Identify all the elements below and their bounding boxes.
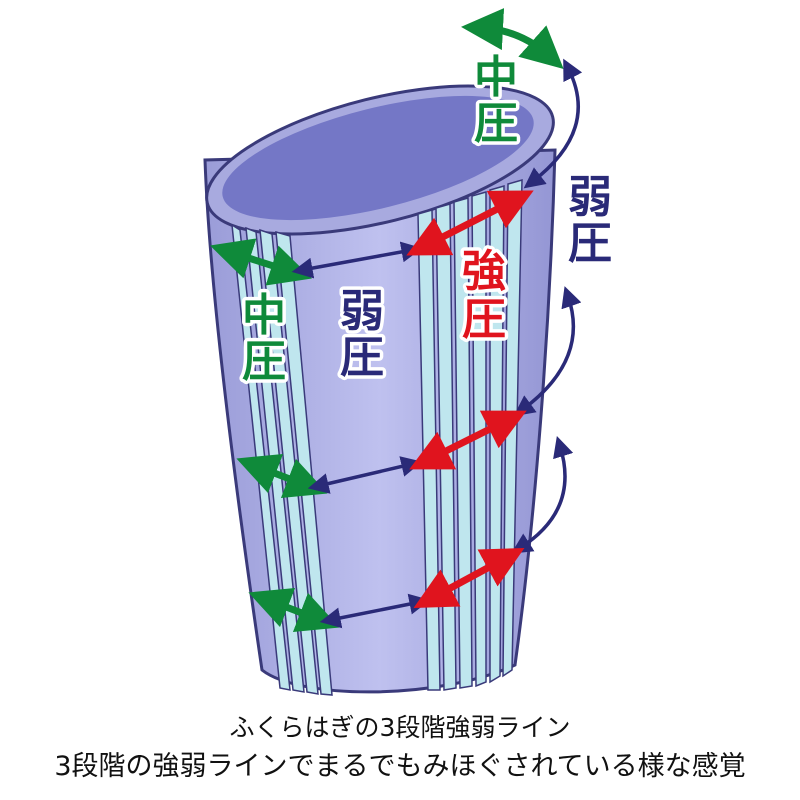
caption-title: ふくらはぎの3段階強弱ライン — [229, 713, 571, 742]
label-right-weak: 弱圧 — [568, 172, 612, 269]
caption-subtitle: 3段階の強弱ラインでまるでもみほぐされている様な感覚 — [54, 751, 746, 782]
sleeve-opening-inner — [222, 95, 534, 221]
medium-pressure-arrows — [210, 8, 564, 633]
strong-pressure-arrows — [406, 190, 534, 608]
label-front-strong: 強圧 — [462, 246, 506, 345]
label-left-medium: 中圧 — [242, 290, 286, 387]
label-front-weak: 弱圧 — [340, 286, 384, 383]
weak-pressure-arrows — [291, 58, 583, 629]
label-top-medium: 中圧 — [474, 52, 518, 149]
